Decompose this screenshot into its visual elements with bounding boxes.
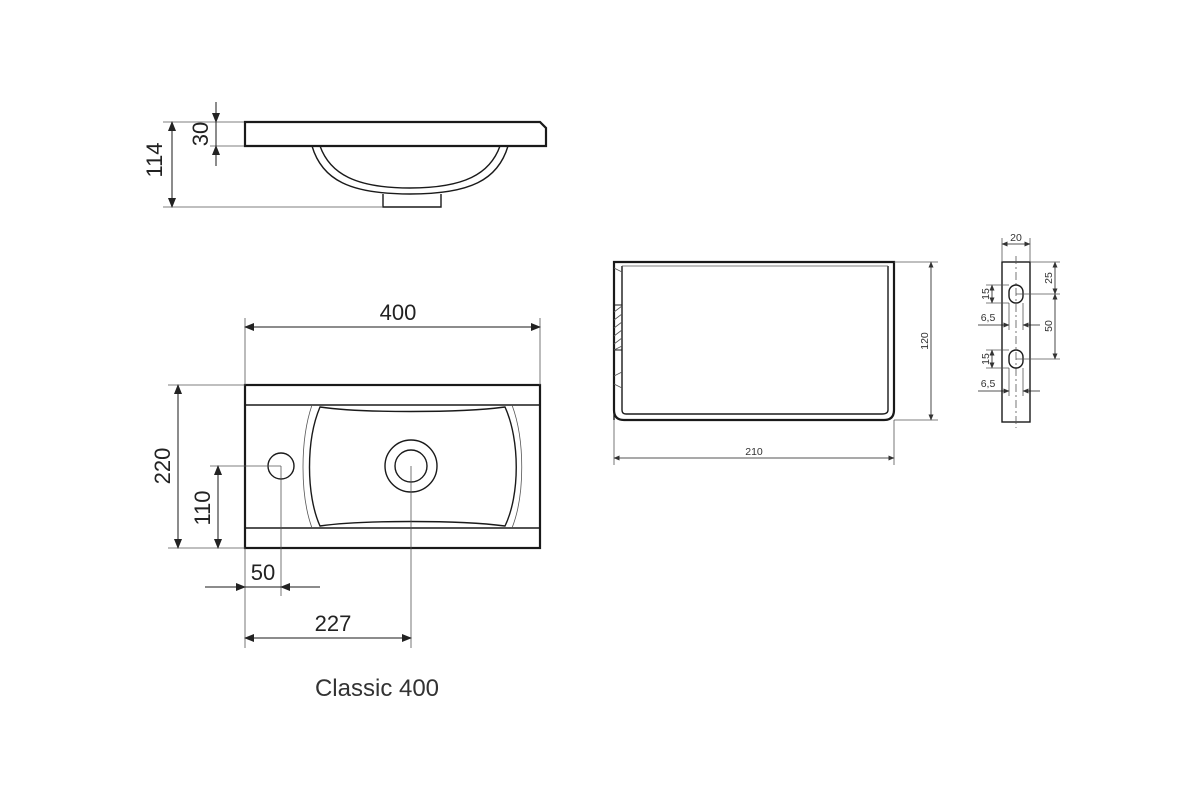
dim-label-210: 210: [745, 446, 763, 458]
dim-label-bracket-50: 50: [1043, 320, 1055, 332]
top-view-outline: [243, 383, 542, 550]
front-view: 210 120: [612, 260, 938, 465]
dim-label-114: 114: [142, 142, 167, 177]
side-view-bowl-outer: [311, 145, 509, 195]
dim-label-400: 400: [380, 300, 417, 325]
side-view-drain: [382, 194, 442, 208]
dim-label-227: 227: [315, 611, 352, 636]
side-view: 114 30: [142, 102, 548, 208]
bracket-view: 20 25 50 15 6,5 15 6,5: [978, 232, 1060, 428]
dim-label-bracket-20: 20: [1010, 232, 1022, 244]
top-view-basin: [308, 406, 517, 527]
front-view-outline: [612, 260, 896, 422]
top-view: 400 220 110 50 227: [150, 300, 542, 648]
side-view-rim: [243, 120, 548, 148]
dim-label-slot-15-top: 15: [980, 288, 992, 300]
model-caption: Classic 400: [315, 675, 439, 702]
dim-label-bracket-25: 25: [1043, 272, 1055, 284]
dim-label-slot-6-5-bottom: 6,5: [981, 378, 996, 390]
dim-label-220: 220: [150, 448, 175, 485]
dim-label-110: 110: [190, 490, 215, 525]
dim-label-120: 120: [919, 332, 931, 350]
dim-label-30: 30: [188, 122, 213, 146]
side-view-bowl-inner: [319, 145, 501, 189]
dim-label-slot-6-5-top: 6,5: [981, 312, 996, 324]
dim-label-50: 50: [251, 560, 275, 585]
dim-label-slot-15-bottom: 15: [980, 353, 992, 365]
